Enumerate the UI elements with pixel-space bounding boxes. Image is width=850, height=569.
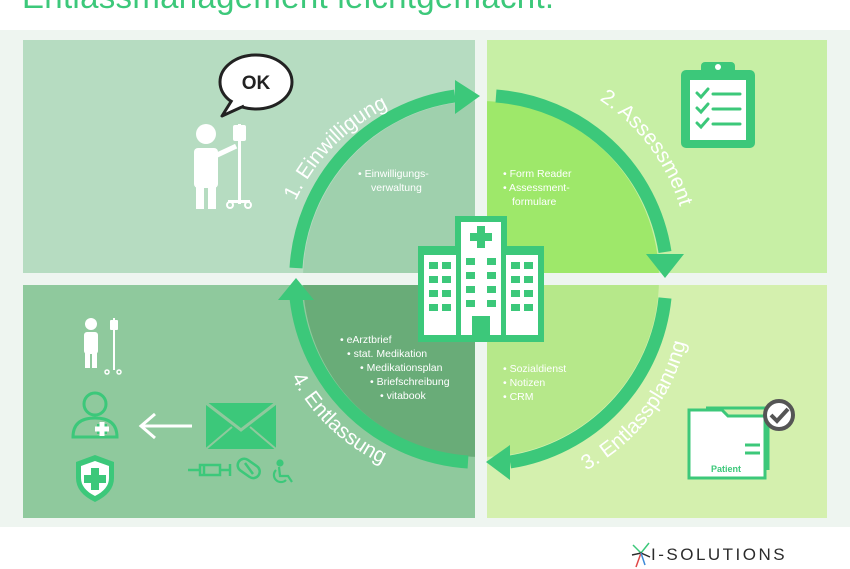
bullet-item: • Sozialdienst <box>503 363 567 375</box>
speech-bubble-text: OK <box>242 73 271 94</box>
hospital-icon <box>418 216 544 342</box>
bullets-assessment: • Form Reader • Assessment- formulare <box>503 167 571 209</box>
company-logo-text: I-SOLUTIONS <box>651 545 788 564</box>
clipboard-checklist-icon <box>681 62 755 148</box>
patient-with-iv-small-icon <box>84 318 122 375</box>
bullet-item: • CRM <box>503 391 534 403</box>
bullets-entlassplanung: • Sozialdienst • Notizen • CRM <box>503 362 566 404</box>
checkmark-badge-icon <box>763 399 795 431</box>
speech-bubble-icon: OK <box>218 53 294 118</box>
arrowhead-1 <box>455 80 480 114</box>
bullet-item: • Form Reader <box>503 168 572 180</box>
bullet-item: verwaltung <box>371 182 422 194</box>
pill-icon <box>236 457 261 480</box>
bullets-entlassung: • eArztbrief • stat. Medikation • Medika… <box>340 333 450 403</box>
inner-sector-2 <box>481 101 659 279</box>
doctor-icon <box>71 391 119 439</box>
bullet-item: • Notizen <box>503 377 546 389</box>
envelope-icon <box>205 401 277 450</box>
arrowhead-3 <box>486 445 510 480</box>
health-shield-icon <box>76 455 114 502</box>
patient-folder-icon: Patient <box>687 406 770 480</box>
bullet-item: • vitabook <box>380 390 426 402</box>
bullets-einwilligung: • Einwilligungs- verwaltung <box>358 167 429 195</box>
arrow-left-icon <box>138 412 192 440</box>
bullet-item: • eArztbrief <box>340 334 392 346</box>
page-title: Entlassmanagement leichtgemacht. <box>22 0 554 16</box>
bullet-item: • Briefschreibung <box>370 376 450 388</box>
bullet-item: • Einwilligungs- <box>358 168 429 180</box>
folder-label: Patient <box>711 464 741 474</box>
arrowhead-2 <box>646 254 684 278</box>
syringe-icon <box>188 463 232 477</box>
cycle-ring <box>289 89 672 469</box>
bullet-item: • Assessment- <box>503 182 570 194</box>
i-solutions-logo-mark <box>631 542 651 568</box>
bullet-item: formulare <box>512 196 557 208</box>
inner-sector-1 <box>303 101 481 279</box>
bullet-item: • stat. Medikation <box>347 348 428 360</box>
wheelchair-icon <box>272 459 293 484</box>
bullet-item: • Medikationsplan <box>360 362 443 374</box>
patient-with-iv-icon <box>194 124 252 209</box>
cycle-arrowheads <box>278 80 684 480</box>
arrowhead-4 <box>278 278 314 300</box>
